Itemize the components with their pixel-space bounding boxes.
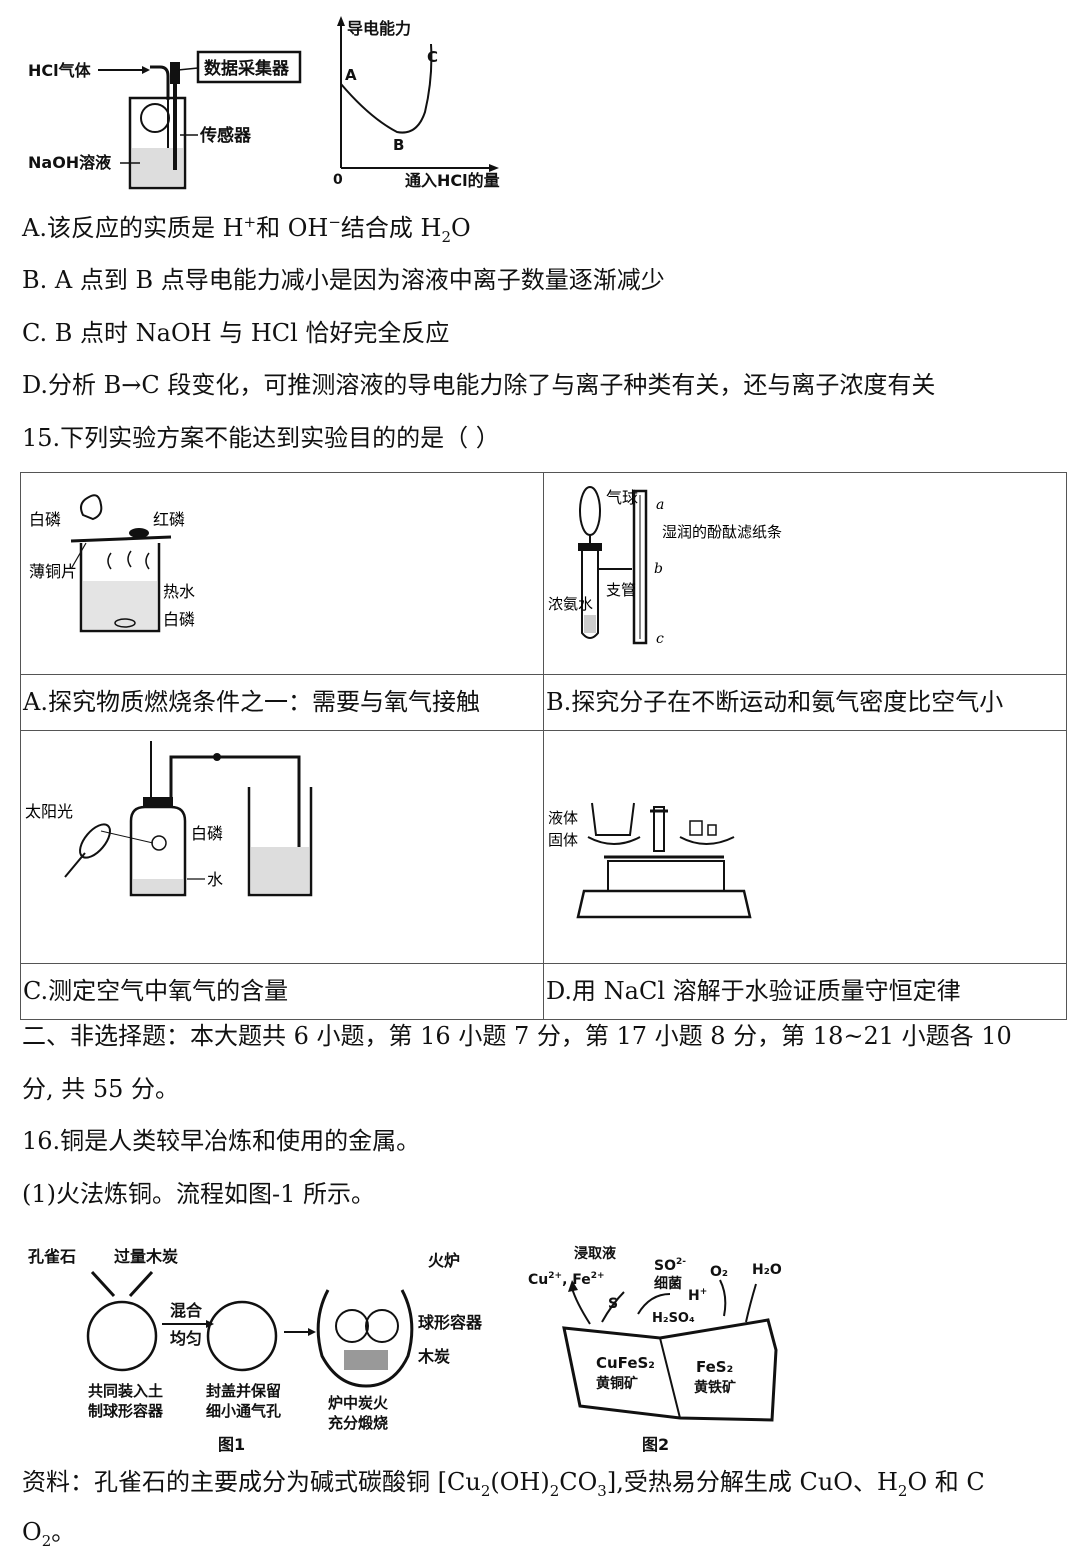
fig1-step1b: 制球形容器 (88, 1402, 164, 1420)
graph-xlabel: 通入HCl的量 (405, 171, 500, 190)
naoh-solution-label: NaOH溶液 (28, 153, 112, 172)
fig1-even: 均匀 (170, 1329, 202, 1348)
fig2-chalcopyrite: 黄铜矿 (596, 1375, 638, 1392)
point-c-label: C (427, 48, 438, 66)
q14-option-b: B. A 点到 B 点导电能力减小是因为溶液中离子数量逐渐减少 (22, 266, 665, 294)
fig2-cufes2: CuFeS₂ (596, 1354, 655, 1372)
fig1-charcoal: 木炭 (417, 1347, 450, 1366)
fig-a-white-p: 白磷 (29, 510, 61, 529)
fig-c-water: 水 (207, 870, 223, 889)
fig2-bacteria: 细菌 (654, 1275, 682, 1292)
fig1-container: 球形容器 (418, 1313, 483, 1332)
q16-stem: 16.铜是人类较早冶炼和使用的金属。 (22, 1127, 421, 1155)
fig2-h2o: H₂O (752, 1262, 782, 1278)
fig1-step1a: 共同装入土 (88, 1382, 163, 1400)
fig-b-ammonia-label: 浓氨水 (548, 595, 593, 613)
fig1-step3a: 炉中炭火 (328, 1394, 389, 1412)
fig-b-side-tube: 支管 (606, 581, 636, 599)
fig-b-a: a (656, 497, 664, 513)
q16-part1: (1)火法炼铜。流程如图-1 所示。 (22, 1180, 376, 1208)
fig2-caption: 图2 (642, 1435, 669, 1454)
fig1-step2b: 细小通气孔 (206, 1402, 281, 1420)
point-a-label: A (345, 66, 357, 84)
fig2-so4: SO2- (654, 1257, 686, 1274)
q14-option-a: A.该反应的实质是 H+和 OH−结合成 H2O (22, 213, 471, 246)
graph-origin: 0 (333, 172, 343, 188)
section2-line2: 分, 共 55 分。 (22, 1075, 180, 1103)
fig-c-cell: 白磷 水 太阳光 (20, 730, 544, 964)
fig2-leaching: 浸取液 Cu2+, Fe2+ SO2- 细菌 S H+ H₂SO₄ O₂ H₂O… (528, 1245, 782, 1454)
sensor-label: 传感器 (199, 125, 252, 146)
fig-d-liquid: 液体 (548, 809, 578, 827)
fig-a-cell: 白磷 红磷 薄铜片 热水 白磷 (20, 472, 544, 675)
fig-d-cell: 液体 固体 (543, 730, 1067, 964)
fig1-furnace: 火炉 (428, 1251, 460, 1270)
hcl-apparatus-figure: HCl气体 数据采集器 传感器 NaOH溶液 (28, 50, 302, 190)
fig2-h-ion: H+ (688, 1287, 707, 1304)
fig-a-hot-water: 热水 (163, 582, 195, 601)
fig1-charcoal-excess: 过量木炭 (114, 1247, 178, 1266)
fig-a-white-p2: 白磷 (163, 610, 195, 629)
conductivity-graph: 导电能力 通入HCl的量 0 A B C (333, 16, 500, 190)
fig-c-caption: C.测定空气中氧气的含量 (20, 963, 544, 1020)
q16-note-line2: O2。 (22, 1518, 76, 1550)
fig-d-caption: D.用 NaCl 溶解于水验证质量守恒定律 (543, 963, 1067, 1020)
fig-c-oxygen: 白磷 水 太阳光 (25, 741, 313, 897)
fig1-step2a: 封盖并保留 (206, 1382, 281, 1400)
graph-ylabel: 导电能力 (347, 19, 411, 38)
fig1-caption: 图1 (218, 1435, 245, 1454)
fig-a-red-p: 红磷 (153, 510, 185, 529)
fig-b-ammonia: 气球 a b c 湿润的酚酞滤纸条 支管 浓氨水 (548, 486, 782, 647)
fig2-cu-ion: Cu2+, Fe2+ (528, 1271, 605, 1288)
fig-a-combustion: 白磷 红磷 薄铜片 热水 白磷 (29, 494, 195, 633)
hcl-gas-label: HCl气体 (28, 61, 92, 80)
fig-a-copper: 薄铜片 (29, 562, 77, 581)
fig-b-c: c (656, 631, 664, 647)
section2-line1: 二、非选择题：本大题共 6 小题，第 16 小题 7 分，第 17 小题 8 分… (22, 1022, 1012, 1050)
fig-d-balance: 液体 固体 (548, 802, 752, 919)
fig-a-caption: A.探究物质燃烧条件之一：需要与氧气接触 (20, 674, 544, 731)
fig-b-caption: B.探究分子在不断运动和氨气密度比空气小 (543, 674, 1067, 731)
q14-option-d: D.分析 B→C 段变化，可推测溶液的导电能力除了与离子种类有关，还与离子浓度有… (22, 371, 936, 399)
point-b-label: B (393, 136, 404, 154)
fig2-pyrite: 黄铁矿 (694, 1379, 736, 1396)
fig2-leach: 浸取液 (574, 1245, 617, 1262)
fig-c-white-p: 白磷 (191, 824, 223, 843)
fig-b-cell: 气球 a b c 湿润的酚酞滤纸条 支管 浓氨水 (543, 472, 1067, 675)
q16-note-line1: 资料：孔雀石的主要成分为碱式碳酸铜 [Cu2(OH)2CO3],受热易分解生成 … (22, 1468, 985, 1500)
q14-option-c: C. B 点时 NaOH 与 HCl 恰好完全反应 (22, 319, 450, 347)
fig2-o2: O₂ (710, 1264, 728, 1280)
fig1-step3b: 充分煅烧 (328, 1414, 388, 1432)
fig-b-b: b (654, 561, 663, 577)
fig2-h2so4: H₂SO₄ (652, 1311, 695, 1326)
fig2-fes2: FeS₂ (696, 1358, 733, 1376)
fig-b-balloon: 气球 (606, 488, 638, 507)
q15-options-table: 白磷 红磷 薄铜片 热水 白磷 气球 (20, 472, 1067, 1020)
fig1-malachite: 孔雀石 (28, 1247, 76, 1266)
fig-c-sunlight: 太阳光 (25, 802, 73, 821)
q15-stem: 15.下列实验方案不能达到实验目的的是（ ） (22, 424, 500, 452)
fig-d-solid: 固体 (548, 831, 578, 849)
fig1-mix: 混合 (170, 1301, 203, 1320)
fig-b-paper: 湿润的酚酞滤纸条 (662, 523, 782, 541)
fig1-smelting: 孔雀石 过量木炭 混合 均匀 火炉 球形容器 木炭 共同装入土 制球形容器 封盖… (28, 1247, 483, 1454)
data-collector-label: 数据采集器 (204, 58, 290, 79)
